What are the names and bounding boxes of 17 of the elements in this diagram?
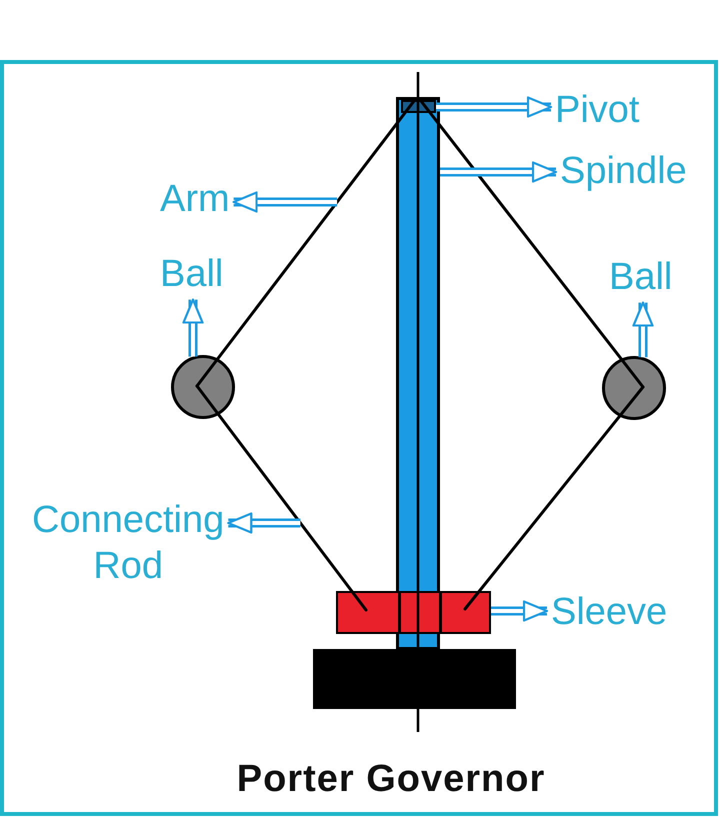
diagram-caption: Porter Governor: [236, 757, 546, 802]
base-block: [313, 649, 516, 709]
part-label: Sleeve: [551, 590, 668, 636]
leader-arrow: [632, 302, 654, 358]
leader-arrow: [182, 298, 204, 357]
sleeve-block: [336, 591, 491, 634]
part-label: Pivot: [555, 88, 640, 134]
part-label: Ball: [609, 255, 672, 301]
part-label: Connecting Rod: [32, 498, 224, 590]
leader-arrow: [436, 96, 552, 118]
part-label: Arm: [160, 177, 230, 223]
part-label: Ball: [160, 252, 224, 298]
part-label: Spindle: [560, 149, 687, 195]
leader-arrow: [227, 512, 300, 534]
leader-arrow: [491, 600, 548, 622]
leader-arrow: [232, 191, 338, 213]
leader-arrow: [440, 161, 558, 183]
